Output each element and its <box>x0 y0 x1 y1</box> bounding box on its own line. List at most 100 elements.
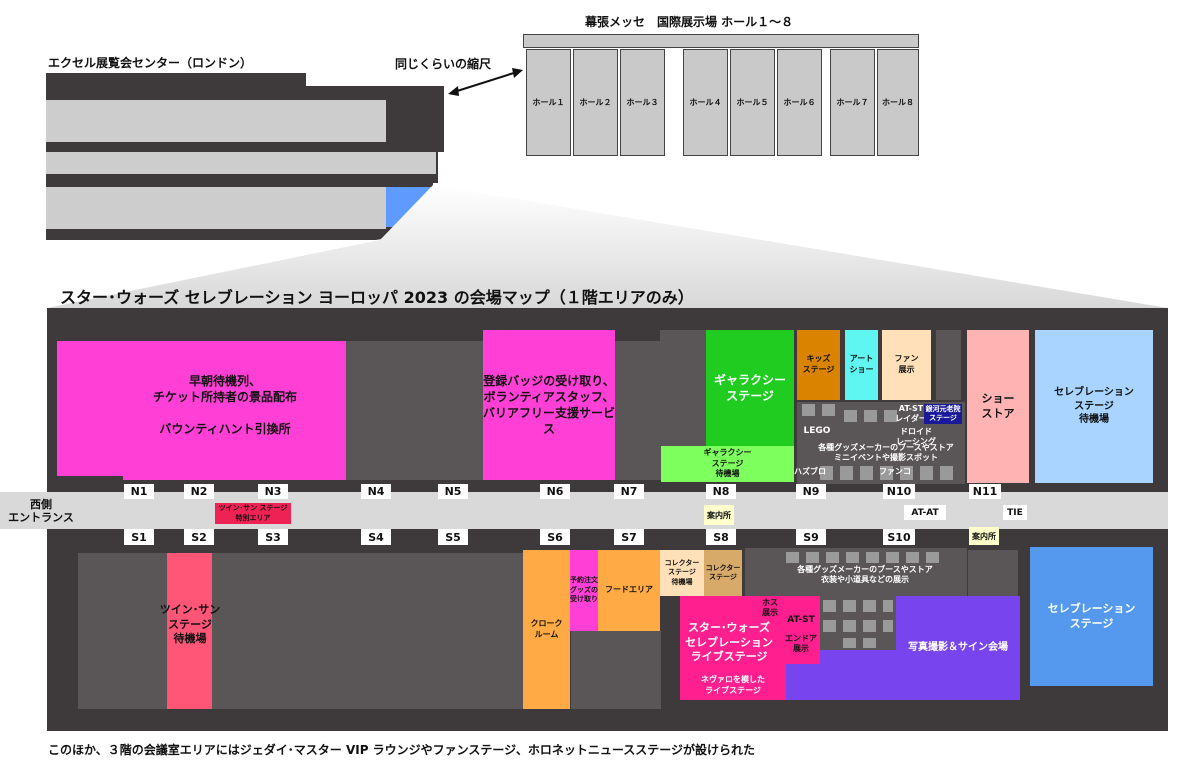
info-desk-2: 案内所 <box>969 527 999 545</box>
live-stage: スター･ウォーズ セレブレーション ライブステージ <box>685 620 773 664</box>
cloak-room: クローク ルーム <box>523 550 570 709</box>
booth <box>884 410 897 422</box>
nevarro-stage: ネヴァロを模した ライブステージ <box>701 675 765 695</box>
twin-sun-waiting: ツイン･サン ステージ 待機場 <box>159 602 221 646</box>
hoth-exhibit: ホス 展示 <box>762 598 778 617</box>
booth <box>843 600 856 612</box>
hall-2: ホール２ <box>573 49 618 156</box>
endor-exhibit: エンドア 展示 <box>785 634 817 653</box>
booth <box>823 600 836 612</box>
violet-notch <box>786 664 820 700</box>
info-desk-1: 案内所 <box>704 505 734 525</box>
galaxy-stage: ギャラクシー ステージ <box>706 330 794 446</box>
door-n7[interactable]: N7 <box>614 484 644 499</box>
celebration-stage: セレブレーション ステージ <box>1030 547 1153 686</box>
booth <box>844 410 857 422</box>
door-n5[interactable]: N5 <box>438 484 468 499</box>
booth <box>820 466 833 480</box>
south-hall-grey-3 <box>968 550 1018 596</box>
queue-notch <box>57 476 123 484</box>
hall-1: ホール１ <box>526 49 571 156</box>
booth <box>843 620 856 632</box>
door-n9[interactable]: N9 <box>796 484 826 499</box>
booth <box>802 404 815 416</box>
door-n11[interactable]: N11 <box>969 484 1001 499</box>
scale-note: 同じくらいの縮尺 <box>395 57 492 71</box>
booth <box>822 404 835 416</box>
door-n10[interactable]: N10 <box>883 484 915 499</box>
booth <box>786 552 799 563</box>
booth <box>860 466 873 480</box>
booth <box>863 600 876 612</box>
hall-8: ホール８ <box>877 49 919 156</box>
door-n1[interactable]: N1 <box>124 484 154 499</box>
show-store: ショー ストア <box>967 330 1029 483</box>
door-n6[interactable]: N6 <box>540 484 570 499</box>
south-hall-grey-2 <box>571 631 661 709</box>
double-arrow-icon <box>448 68 523 96</box>
at-at: AT-AT <box>904 505 946 520</box>
booth <box>883 600 893 612</box>
booth <box>826 552 839 563</box>
door-s1[interactable]: S1 <box>124 529 154 545</box>
booth <box>880 466 893 480</box>
booth <box>900 466 913 480</box>
twin-sun-waiting-bg <box>167 553 212 709</box>
booth <box>906 552 919 563</box>
door-n4[interactable]: N4 <box>361 484 391 499</box>
photo-area-bg <box>896 596 1020 700</box>
booth <box>926 552 939 563</box>
fan-exhibit: ファン 展示 <box>882 330 931 400</box>
photo-signing: 写真撮影＆サイン会場 <box>908 642 1008 654</box>
south-hall-grey-1 <box>78 553 525 709</box>
booth <box>883 620 893 632</box>
north-grey-strip <box>936 330 961 400</box>
booth <box>886 552 899 563</box>
booth <box>840 466 853 480</box>
booth <box>940 466 953 480</box>
kids-stage: キッズ ステージ <box>797 330 840 400</box>
door-s9[interactable]: S9 <box>796 529 826 545</box>
booth <box>846 552 859 563</box>
booth <box>863 620 876 632</box>
booth <box>866 552 879 563</box>
booth <box>823 620 836 632</box>
celebration-waiting: セレブレーション ステージ 待機場 <box>1035 330 1153 483</box>
door-s5[interactable]: S5 <box>438 529 468 545</box>
map-title: スター･ウォーズ セレブレーション ヨーロッパ 2023 の会場マップ（１階エリ… <box>60 288 694 307</box>
at-st-layer: AT-ST レイダー <box>895 404 927 423</box>
footer-note: このほか、３階の会議室エリアにはジェダイ･マスター VIP ラウンジやファンステ… <box>48 743 755 757</box>
door-s3[interactable]: S3 <box>258 529 288 545</box>
hall-5: ホール５ <box>730 49 775 156</box>
booth <box>920 466 933 480</box>
at-st: AT-ST <box>787 615 815 625</box>
makers-south-label: 各種グッズメーカーのブースやストア 衣装や小道具などの展示 <box>797 565 933 584</box>
hall-4: ホール４ <box>683 49 728 156</box>
excel-title: エクセル展覧会センター（ロンドン） <box>48 56 253 70</box>
food-area: フードエリア <box>598 550 660 631</box>
door-s4[interactable]: S4 <box>361 529 391 545</box>
makuhari-roof <box>523 34 919 48</box>
droid-racing: ドロイド レーシング <box>896 427 936 446</box>
collector-waiting: コレクター ステージ 待機場 <box>660 550 704 596</box>
booth <box>863 638 876 648</box>
door-s7[interactable]: S7 <box>614 529 644 545</box>
badge-area: 登録バッジの受け取り、 ボランティアスタッフ、 バリアフリー支援サービス <box>483 330 615 480</box>
hall-3: ホール３ <box>620 49 665 156</box>
hall-6: ホール６ <box>777 49 822 156</box>
makuhari-title: 幕張メッセ 国際展示場 ホール１～８ <box>585 15 794 29</box>
door-n3[interactable]: N3 <box>258 484 288 499</box>
door-n8[interactable]: N8 <box>706 484 736 499</box>
door-n2[interactable]: N2 <box>184 484 214 499</box>
booth <box>864 410 877 422</box>
collector-stage: コレクター ステージ <box>704 550 742 596</box>
door-s10[interactable]: S10 <box>883 529 915 545</box>
door-s8[interactable]: S8 <box>706 529 736 545</box>
west-entrance[interactable]: 西側 エントランス <box>8 498 74 525</box>
north-hall-grey-1 <box>345 341 485 480</box>
funko: ファンコ <box>879 467 911 476</box>
door-s6[interactable]: S6 <box>540 529 570 545</box>
door-s2[interactable]: S2 <box>184 529 214 545</box>
corridor-ext <box>0 492 50 529</box>
art-show: アート ショー <box>845 330 878 400</box>
